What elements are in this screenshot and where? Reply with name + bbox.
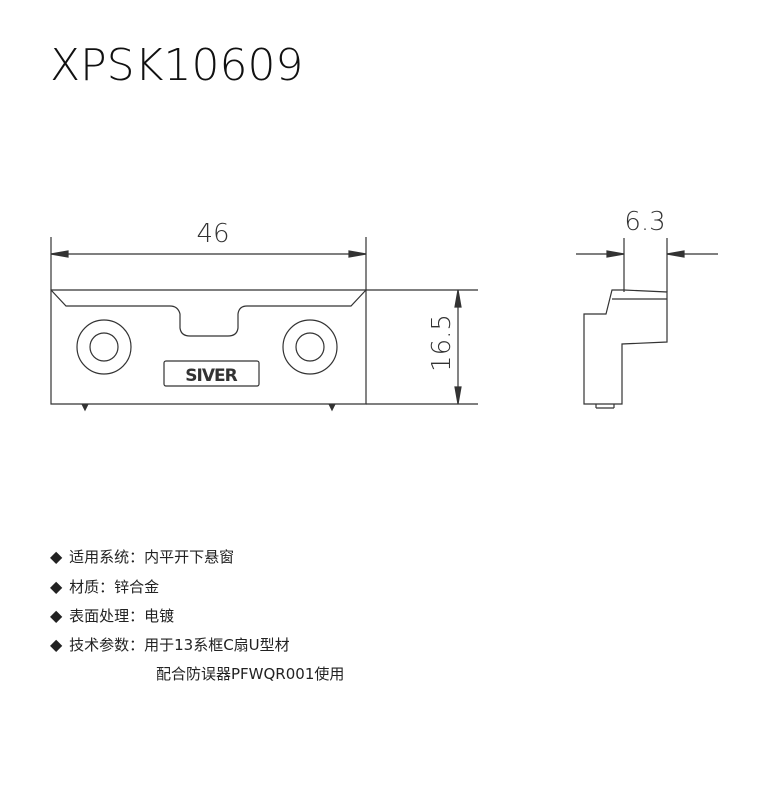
- spec-item-technical-continuation: 配合防误器PFWQR001使用: [156, 665, 345, 683]
- width-arrow-right: [348, 250, 367, 258]
- diamond-bullet-icon: ◆: [50, 547, 63, 566]
- height-arrow-bottom: [454, 386, 462, 405]
- thickness-arrow-right: [666, 250, 685, 258]
- pin-left: [81, 403, 89, 412]
- spec-item-system: ◆ 适用系统：内平开下悬窗: [50, 546, 234, 567]
- spec-value: 电镀: [144, 607, 175, 625]
- part-inner-outline: [50, 289, 367, 337]
- width-arrow-left: [50, 250, 69, 258]
- spec-label: 适用系统：: [69, 548, 145, 566]
- thickness-label: 6.3: [624, 207, 665, 237]
- logo-text: SIVER: [185, 366, 237, 386]
- spec-label: 材质：: [69, 578, 115, 596]
- height-arrow-top: [454, 289, 462, 308]
- side-view: [576, 238, 718, 409]
- thickness-arrow-left: [606, 250, 625, 258]
- spec-item-finish: ◆ 表面处理：电镀: [50, 605, 174, 626]
- spec-item-material: ◆ 材质：锌合金: [50, 576, 159, 597]
- hole-right-inner: [295, 332, 325, 362]
- spec-value: 内平开下悬窗: [144, 548, 235, 566]
- pin-right: [328, 403, 336, 412]
- diamond-bullet-icon: ◆: [50, 577, 63, 596]
- logo-plate: [163, 360, 260, 387]
- spec-value: 锌合金: [114, 578, 160, 596]
- height-label: 16.5: [427, 314, 457, 372]
- hole-right-outer: [282, 319, 338, 375]
- spec-label: 表面处理：: [69, 607, 145, 625]
- product-code: XPSK10609: [50, 40, 304, 91]
- diamond-bullet-icon: ◆: [50, 606, 63, 625]
- front-view: [50, 237, 478, 412]
- part-outline: [50, 289, 367, 405]
- spec-item-technical: ◆ 技术参数：用于13系框C扇U型材: [50, 634, 290, 655]
- spec-value: 用于13系框C扇U型材: [144, 636, 290, 654]
- side-outline: [583, 289, 668, 405]
- hole-left-inner: [89, 332, 119, 362]
- spec-label: 技术参数：: [69, 636, 145, 654]
- hole-left-outer: [76, 319, 132, 375]
- diamond-bullet-icon: ◆: [50, 635, 63, 654]
- width-label: 46: [196, 219, 229, 249]
